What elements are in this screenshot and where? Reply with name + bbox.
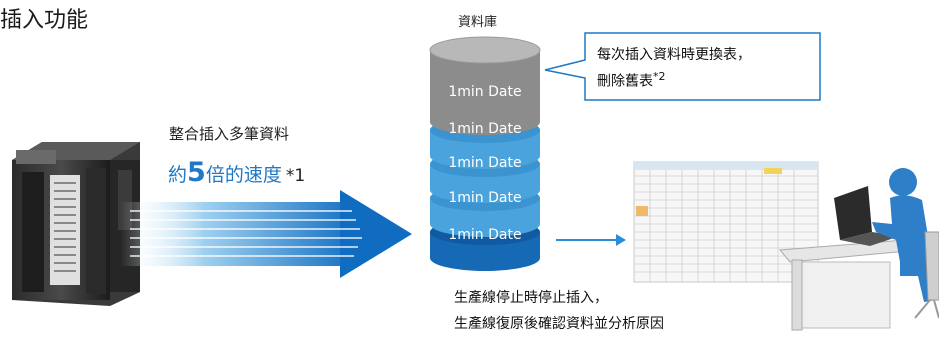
feature-suffix: 倍的速度 — [205, 164, 282, 186]
feature-footnote: *1 — [285, 166, 306, 186]
callout-line1: 每次插入資料時更換表， — [597, 47, 751, 63]
disk-label: 1min Date — [448, 155, 522, 171]
callout-text: 每次插入資料時更換表， 刪除舊表*2 — [597, 44, 751, 93]
feature-number: 5 — [187, 157, 206, 188]
feature-speed: 約5倍的速度*1 — [168, 157, 305, 188]
disk-label: 1min Date — [448, 121, 522, 137]
page-title: 插入功能 — [0, 8, 89, 33]
callout-line2: 刪除舊表*2 — [597, 70, 666, 90]
disk-label: 1min Date — [448, 227, 522, 243]
spreadsheet-icon — [633, 161, 819, 283]
callout-box — [544, 32, 821, 101]
database-cylinder-icon — [429, 36, 541, 271]
bottom-description: 生產線停止時停止插入， 生產線復原後確認資料並分析原因 — [454, 285, 664, 337]
disk-label: 1min Date — [448, 190, 522, 206]
person-at-desk-icon — [778, 168, 939, 331]
feature-prefix: 約 — [168, 164, 188, 186]
bottom-line1: 生產線停止時停止插入， — [454, 290, 608, 306]
bottom-line2: 生產線復原後確認資料並分析原因 — [454, 316, 664, 332]
callout-footnote: *2 — [653, 70, 666, 83]
data-flow-arrow — [120, 190, 412, 278]
disk-label: 1min Date — [448, 84, 522, 100]
feature-line1: 整合插入多筆資料 — [169, 125, 290, 143]
export-arrow — [556, 234, 626, 246]
database-label: 資料庫 — [458, 15, 498, 30]
